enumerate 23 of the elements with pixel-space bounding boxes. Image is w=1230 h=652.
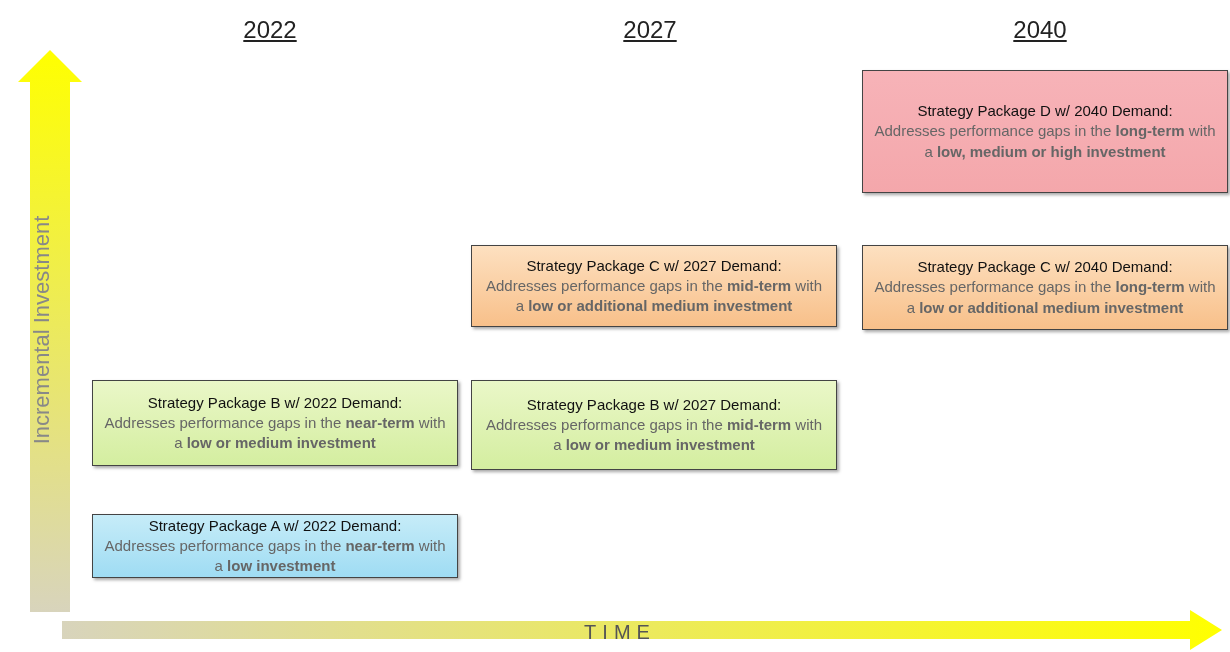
package-box	[471, 380, 837, 470]
package-title: Strategy Package D w/ 2040 Demand:	[917, 101, 1173, 122]
axis-title: TIME	[584, 620, 656, 644]
package-box	[862, 245, 1228, 330]
package-title: Strategy Package C w/ 2027 Demand:	[526, 255, 782, 276]
package-description: Addresses performance gaps in the mid-term with a low or additional medium investment	[485, 275, 823, 317]
package-description: Addresses performance gaps in the mid-term with a low or medium investment	[485, 414, 823, 456]
year-label: 2040	[1013, 16, 1067, 44]
axis-title: Incremental Investment	[29, 215, 55, 445]
package-description: Addresses performance gaps in the near-term with a low or medium investment	[103, 412, 447, 454]
year-label: 2022	[243, 16, 297, 44]
package-box	[92, 514, 458, 578]
package-title: Strategy Package C w/ 2040 Demand:	[917, 257, 1173, 278]
package-box	[862, 70, 1228, 193]
package-description: Addresses performance gaps in the long-term with a low, medium or high investment	[873, 121, 1217, 162]
package-title: Strategy Package B w/ 2022 Demand:	[147, 392, 403, 413]
year-label: 2027	[623, 16, 677, 44]
package-title: Strategy Package B w/ 2027 Demand:	[526, 394, 782, 415]
package-title: Strategy Package A w/ 2022 Demand:	[148, 515, 402, 536]
package-description: Addresses performance gaps in the near-term with a low investment	[103, 535, 447, 577]
package-box	[471, 245, 837, 327]
package-description: Addresses performance gaps in the long-term with a low or additional medium investment	[873, 277, 1217, 318]
package-box	[92, 380, 458, 466]
